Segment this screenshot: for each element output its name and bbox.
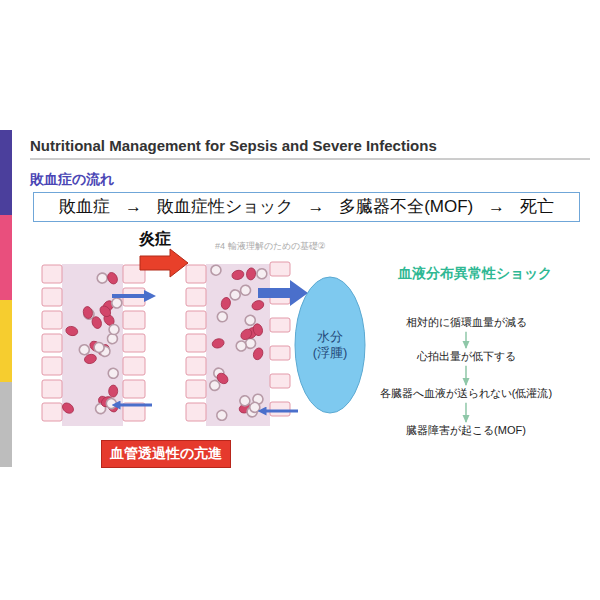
wall-cell: [123, 334, 145, 352]
inflammation-arrow: [140, 249, 188, 277]
edema-ellipse: 水分 (浮腫): [294, 276, 366, 414]
wall-cell: [42, 288, 62, 306]
red-blood-cell: [65, 325, 79, 337]
wall-cell: [270, 374, 290, 388]
blood-cells: [61, 263, 269, 422]
node-text: 血管透過性の亢進: [110, 445, 222, 463]
red-blood-cell: [252, 347, 265, 361]
red-blood-cell: [231, 269, 245, 281]
node-text: 水分 (浮腫): [308, 329, 352, 362]
red-blood-cell: [98, 304, 113, 319]
white-blood-cell: [240, 285, 252, 297]
section-heading: 敗血症の流れ: [30, 171, 114, 189]
white-blood-cell: [215, 408, 229, 422]
title-rule: [30, 159, 590, 160]
red-blood-cell: [215, 371, 230, 386]
node-text: 臓器障害が起こる(MOF): [406, 424, 526, 438]
slide-title: Nutritional Management for Sepsis and Se…: [30, 137, 437, 154]
white-blood-cell: [105, 397, 117, 409]
wall-cell: [42, 311, 62, 329]
node-text: 相対的に循環血量が減る: [406, 316, 527, 330]
white-blood-cell: [107, 367, 119, 379]
white-blood-cell: [92, 340, 106, 354]
step-text: 心拍出量が低下する: [414, 349, 519, 365]
fluid-arrow: [262, 410, 298, 413]
flow-arrow: [465, 366, 467, 385]
red-blood-cell: [61, 401, 76, 415]
wall-cell: [186, 380, 206, 398]
white-blood-cell: [244, 314, 256, 326]
wall-cell: [270, 318, 290, 332]
wall-cell: [42, 380, 62, 398]
step-text: 相対的に循環血量が減る: [403, 315, 530, 331]
white-blood-cell: [256, 267, 269, 280]
red-blood-cell: [211, 337, 225, 349]
wall-cell: [186, 357, 206, 375]
fluid-arrow: [116, 404, 152, 407]
red-blood-cell: [251, 299, 265, 311]
wall-cell: [186, 403, 206, 421]
red-blood-cell: [82, 306, 94, 320]
red-blood-cell: [83, 353, 97, 365]
wall-cell: [42, 334, 62, 352]
white-blood-cell: [97, 273, 108, 284]
wall-cell: [123, 357, 145, 375]
wall-cell: [270, 262, 290, 276]
process-label: 炎症: [139, 229, 171, 250]
wall-cell: [123, 380, 145, 398]
white-blood-cell: [217, 312, 227, 322]
leak-arrow: [258, 280, 308, 306]
red-blood-cell: [90, 315, 103, 329]
flow-arrow: [465, 403, 467, 422]
side-bar: [0, 215, 12, 300]
node-text: 敗血症 → 敗血症性ショック → 多臓器不全(MOF) → 死亡: [59, 196, 553, 217]
white-blood-cell: [107, 322, 121, 336]
white-blood-cell: [110, 296, 123, 309]
wall-cell: [42, 403, 62, 421]
side-bar: [0, 130, 12, 215]
step-text: 各臓器へ血液が送られない(低灌流): [377, 386, 555, 402]
vessel-wall: [42, 262, 290, 421]
wall-cell: [123, 311, 145, 329]
red-blood-cell: [246, 267, 257, 280]
wall-cell: [186, 334, 206, 352]
wall-cell: [42, 265, 62, 283]
node-text: 心拍出量が低下する: [417, 350, 516, 364]
wall-cell: [270, 346, 290, 360]
wall-cell: [270, 402, 290, 416]
white-blood-cell: [209, 263, 223, 277]
flow-arrow: [465, 332, 467, 348]
red-blood-cell: [239, 327, 254, 342]
section-heading: 血液分布異常性ショック: [398, 265, 552, 283]
wall-cell: [186, 265, 206, 283]
wall-cell: [186, 311, 206, 329]
watermark: #4 輸液理解のための基礎②: [215, 240, 326, 253]
white-blood-cell: [235, 339, 248, 352]
red-blood-cell: [106, 271, 120, 286]
side-bar: [0, 300, 12, 382]
fluid-arrow: [112, 294, 150, 298]
edema-shape: [295, 277, 365, 413]
flow-box: 敗血症 → 敗血症性ショック → 多臓器不全(MOF) → 死亡: [33, 192, 580, 222]
wall-cell: [42, 357, 62, 375]
status-box: 血管透過性の亢進: [101, 440, 231, 468]
node-text: 各臓器へ血液が送られない(低灌流): [380, 387, 552, 401]
step-text: 臓器障害が起こる(MOF): [403, 423, 529, 439]
side-bar: [0, 382, 12, 467]
red-blood-cell: [220, 297, 231, 311]
white-blood-cell: [230, 290, 241, 301]
vessel-lumen: [62, 264, 123, 426]
white-blood-cell: [248, 400, 262, 414]
red-blood-cell: [108, 385, 117, 397]
wall-cell: [186, 288, 206, 306]
